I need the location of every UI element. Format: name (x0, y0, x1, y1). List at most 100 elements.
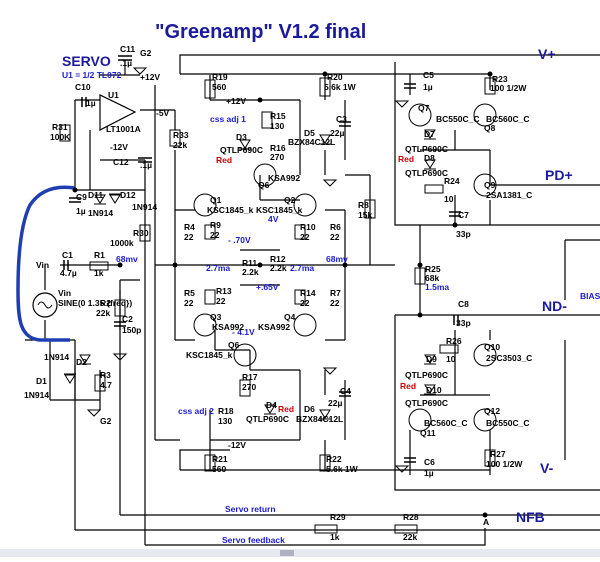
r20-label: R20 (327, 72, 343, 82)
d7-part: QTLP690C (405, 144, 448, 154)
node-a-label: A (483, 517, 489, 527)
r31-label: R31 (52, 122, 68, 132)
c8-label: C8 (458, 299, 469, 309)
r21-label: R21 (212, 454, 228, 464)
d3-part: QTLP690C (220, 145, 263, 155)
r16-value: 270 (270, 152, 284, 162)
r30-value: 1000k (110, 238, 134, 248)
d12-part: 1N914 (132, 202, 157, 212)
q2-part: KSC1845_k (256, 205, 303, 215)
d1-label: D1 (36, 376, 47, 386)
ma15-label: 1.5ma (425, 282, 449, 292)
r30-label: R30 (133, 228, 149, 238)
r33-label: R33 (173, 130, 189, 140)
d7-label: D7 (424, 129, 435, 139)
r6-label: R6 (330, 222, 341, 232)
r27-label: R27 (490, 449, 506, 459)
m12-label-b: -12V (228, 440, 246, 450)
d6-label: D6 (304, 404, 315, 414)
r13-label: R13 (216, 286, 232, 296)
r26-value: 10 (446, 354, 456, 364)
r16-label: R16 (270, 143, 286, 153)
q3-part: KSA992 (212, 322, 244, 332)
horizontal-scrollbar[interactable] (0, 549, 600, 557)
r17-label: R17 (242, 372, 258, 382)
r5-value: 22 (184, 298, 194, 308)
r12-label: R12 (270, 254, 286, 264)
css2-label: css adj 2 (178, 406, 214, 416)
d10-label: D10 (426, 385, 442, 395)
d5-part: BZX84C12L (288, 137, 335, 147)
c9-value: 1µ (76, 206, 86, 216)
d5-label: D5 (304, 128, 315, 138)
v70-label: - .70V (228, 235, 251, 245)
r22-label: R22 (326, 454, 342, 464)
servo-return-label: Servo return (225, 504, 276, 514)
q8-part: BC560C_C (486, 114, 529, 124)
c3-label: C3 (336, 114, 347, 124)
q7-part: BC550C_C (436, 114, 479, 124)
red-led-label-2: Red (278, 404, 294, 414)
c3-value: 22µ (330, 128, 344, 138)
d11-label: D11 (88, 190, 103, 200)
r1-value: 1k (94, 268, 104, 278)
r3-value: 4.7 (100, 380, 112, 390)
d2-label: D2 (76, 357, 87, 367)
r2-value: 22k (96, 308, 110, 318)
r18-value: 130 (218, 416, 232, 426)
d9-label: D9 (426, 354, 437, 364)
m5-label: -5V (156, 108, 170, 118)
r25-label: R25 (425, 264, 441, 274)
r15-label: R15 (270, 111, 286, 121)
r12-value: 2.2k (270, 263, 287, 273)
r26-label: R26 (446, 336, 462, 346)
r8-label: R8 (358, 200, 369, 210)
q11-label: Q11 (420, 428, 436, 438)
r18-label: R18 (218, 406, 234, 416)
sine-label: SINE(0 1.35 {freq}) (58, 298, 132, 308)
servo-heading: SERVO (62, 53, 111, 69)
d4-part: QTLP690C (246, 414, 289, 424)
opamp-symbol (99, 94, 137, 131)
servo-feedback-label: Servo feedback (222, 535, 285, 545)
d11-part: 1N914 (88, 208, 113, 218)
c2-label: C2 (122, 314, 133, 324)
d10-part: QTLP690C (405, 398, 448, 408)
c10-label: C10 (75, 82, 91, 92)
r2-label: R2 (100, 298, 111, 308)
q7-label: Q7 (418, 103, 430, 113)
r11-value: 2.2k (242, 267, 259, 277)
q8-label: Q8 (484, 123, 496, 133)
wires (25, 54, 600, 546)
r28-value: 22k (403, 532, 417, 542)
c4-label: C4 (340, 386, 351, 396)
servo-note: U1 = 1/2 TL072 (62, 70, 122, 80)
red-led-label-3: Red (398, 154, 414, 164)
c7-label: C7 (458, 210, 469, 220)
v41-label: - 4.1V (232, 327, 255, 337)
r20-value: 5.6k 1W (324, 82, 357, 92)
c6-value: 1µ (424, 468, 434, 478)
red-led-label-1: Red (216, 155, 232, 165)
q12-part: BC550C_C (486, 418, 529, 428)
c5-label: C5 (423, 70, 434, 80)
r22-value: 5.6k 1W (326, 464, 359, 474)
r7-value: 22 (330, 298, 340, 308)
r19-label: R19 (212, 72, 228, 82)
components (32, 55, 600, 534)
q1-label: Q1 (210, 195, 222, 205)
g2-label-b: G2 (100, 416, 112, 426)
c8-value: 33p (456, 318, 471, 328)
scrollbar-thumb[interactable] (280, 550, 294, 556)
r14-value: 22 (300, 298, 310, 308)
r29-label: R29 (330, 512, 346, 522)
c1-label: C1 (62, 250, 73, 260)
ma27-a: 2.7ma (206, 263, 230, 273)
r8-value: 15k (358, 210, 372, 220)
d12-label: D12 (120, 190, 136, 200)
d6-part: BZX84C12L (296, 414, 343, 424)
annotation-loop (16, 185, 76, 342)
c6-label: C6 (424, 457, 435, 467)
q12-label: Q12 (484, 406, 500, 416)
r14-label: R14 (300, 288, 316, 298)
